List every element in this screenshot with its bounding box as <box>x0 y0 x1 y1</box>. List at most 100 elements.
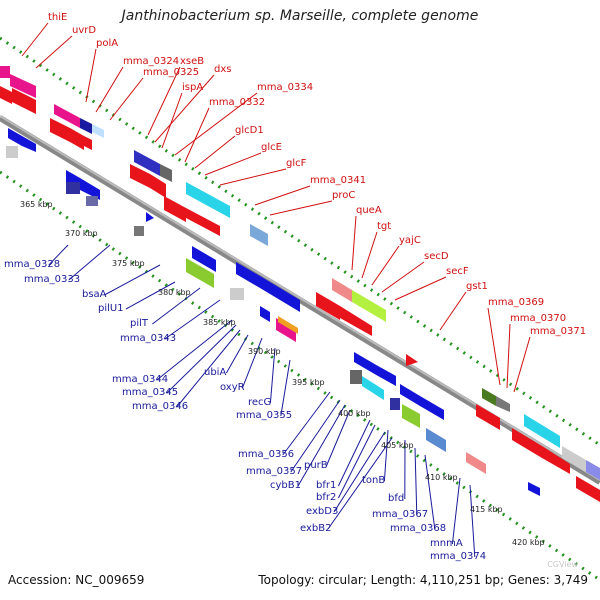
gene-label-tonb[interactable]: tonB <box>362 475 385 486</box>
gene-label-bfr2[interactable]: bfr2 <box>316 492 336 503</box>
gene-label-mma_0341[interactable]: mma_0341 <box>310 175 366 186</box>
kbp-label: 380 kbp <box>158 288 191 297</box>
gene-label-secd[interactable]: secD <box>424 251 449 262</box>
gene-label-yajc[interactable]: yajC <box>399 235 421 246</box>
leader-line <box>154 74 215 143</box>
gene-label-uvrd[interactable]: uvrD <box>72 25 96 36</box>
gene-label-pilt[interactable]: pilT <box>130 318 149 329</box>
leader-line <box>174 92 258 156</box>
leader-line <box>506 323 511 389</box>
gene-label-mnma[interactable]: mnmA <box>430 538 463 549</box>
gene-label-exbd3[interactable]: exbD3 <box>306 506 338 517</box>
gene-label-mma_0346[interactable]: mma_0346 <box>132 401 188 412</box>
leader-line <box>161 92 183 149</box>
gene-label-quea[interactable]: queA <box>356 205 382 216</box>
leader-line <box>204 152 262 176</box>
gene-label-mma_0374[interactable]: mma_0374 <box>430 551 486 562</box>
gene-label-mma_0356[interactable]: mma_0356 <box>238 449 294 460</box>
gene-label-cybb1[interactable]: cybB1 <box>270 480 301 491</box>
leader-line <box>269 200 333 216</box>
leader-line <box>194 135 236 169</box>
gene-label-mma_0328[interactable]: mma_0328 <box>4 259 60 270</box>
leader-line <box>451 477 461 545</box>
gene-label-mma_0324[interactable]: mma_0324 <box>123 56 179 67</box>
kbp-label: 375 kbp <box>112 259 145 268</box>
forward-strand-features <box>0 66 600 502</box>
kbp-label: 390 kbp <box>248 347 281 356</box>
kbp-label: 395 kbp <box>292 378 325 387</box>
inner-tick-ring <box>0 170 600 582</box>
gene-label-mma_0367[interactable]: mma_0367 <box>372 509 428 520</box>
leader-line <box>439 291 467 331</box>
gene-label-bsaa[interactable]: bsaA <box>82 289 107 300</box>
leader-line <box>104 264 161 296</box>
gene-label-gst1[interactable]: gst1 <box>466 281 488 292</box>
leader-line <box>241 337 263 389</box>
gene-label-xseb[interactable]: xseB <box>180 56 204 67</box>
gene-label-thie[interactable]: thiE <box>48 12 67 23</box>
leader-line <box>361 231 378 279</box>
leader-line <box>166 324 237 394</box>
leader-line <box>290 399 341 473</box>
gene-label-pola[interactable]: polA <box>96 38 118 49</box>
map-title: Janthinobacterium sp. Marseille, complet… <box>121 8 479 24</box>
gene-label-pilu1[interactable]: pilU1 <box>98 303 124 314</box>
gene-label-mma_0344[interactable]: mma_0344 <box>112 374 168 385</box>
leader-line <box>219 168 287 186</box>
gene-label-mma_0370[interactable]: mma_0370 <box>510 313 566 324</box>
leader-line <box>95 66 124 113</box>
leader-line <box>282 391 331 456</box>
gene-label-mma_0355[interactable]: mma_0355 <box>236 410 292 421</box>
leader-line <box>280 359 291 417</box>
gene-label-tgt[interactable]: tgt <box>377 221 391 232</box>
leader-line <box>147 66 181 136</box>
gene-label-proc[interactable]: proC <box>332 190 355 201</box>
gene-label-secf[interactable]: secF <box>446 266 469 277</box>
gene-label-purb[interactable]: purB <box>304 460 328 471</box>
leader-line <box>487 307 501 386</box>
gene-label-glcd1[interactable]: glcD1 <box>235 125 264 136</box>
leader-line <box>21 22 49 57</box>
leader-line <box>337 419 371 487</box>
kbp-label: 400 kbp <box>338 409 371 418</box>
leader-line <box>351 215 357 271</box>
gene-label-bfr1[interactable]: bfr1 <box>316 480 336 491</box>
gene-label-mma_0334[interactable]: mma_0334 <box>257 82 313 93</box>
gene-label-exbb2[interactable]: exbB2 <box>300 523 331 534</box>
gene-label-mma_0357[interactable]: mma_0357 <box>246 466 302 477</box>
kbp-label: 365 kbp <box>20 200 53 209</box>
leader-line <box>156 319 233 381</box>
gene-label-mma_0345[interactable]: mma_0345 <box>122 387 178 398</box>
leader-line <box>125 281 176 310</box>
gene-label-mma_0333[interactable]: mma_0333 <box>24 274 80 285</box>
gene-label-mma_0343[interactable]: mma_0343 <box>120 333 176 344</box>
accession-text: Accession: NC_009659 <box>8 573 145 587</box>
gene-label-glcf[interactable]: glcF <box>286 158 307 169</box>
reverse-strand-features <box>6 128 540 496</box>
gene-label-ubia[interactable]: ubiA <box>204 367 226 378</box>
gene-label-mma_0332[interactable]: mma_0332 <box>209 97 265 108</box>
leader-line <box>68 244 111 281</box>
gene-label-glce[interactable]: glcE <box>261 142 282 153</box>
leader-line <box>325 409 351 467</box>
kbp-label: 405 kbp <box>381 441 414 450</box>
gene-label-recg[interactable]: recG <box>248 397 271 408</box>
leader-line <box>176 329 241 408</box>
gene-label-dxs[interactable]: dxs <box>214 64 231 75</box>
leader-line <box>414 447 418 516</box>
gene-label-oxyr[interactable]: oxyR <box>220 382 245 393</box>
leader-line <box>164 299 221 340</box>
gene-label-mma_0368[interactable]: mma_0368 <box>390 523 446 534</box>
gene-label-mma_0325[interactable]: mma_0325 <box>143 67 199 78</box>
kbp-label: 410 kbp <box>425 473 458 482</box>
gene-label-bfd[interactable]: bfd <box>388 493 404 504</box>
genome-summary: Topology: circular; Length: 4,110,251 bp… <box>258 573 588 587</box>
leader-line <box>333 431 386 513</box>
leader-line <box>48 244 69 266</box>
gene-label-mma_0371[interactable]: mma_0371 <box>530 326 586 337</box>
kbp-label: 420 kbp <box>512 538 545 547</box>
gene-label-mma_0369[interactable]: mma_0369 <box>488 297 544 308</box>
gene-label-ispa[interactable]: ispA <box>182 82 203 93</box>
